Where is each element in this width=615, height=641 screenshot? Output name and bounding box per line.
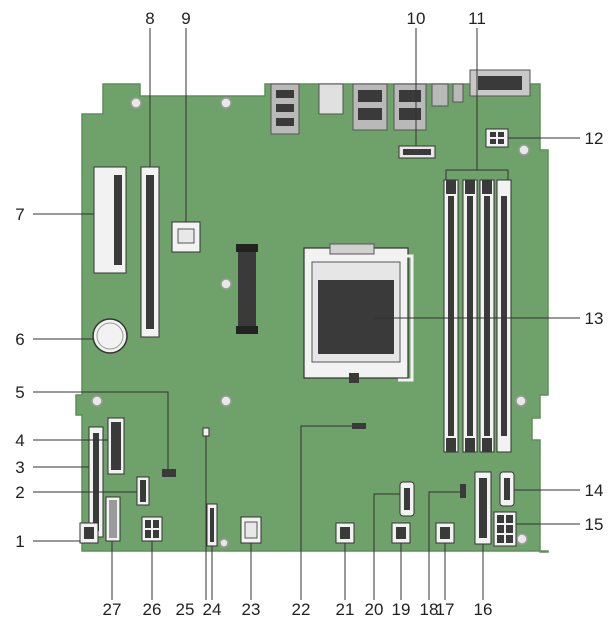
jumper-24: [202, 427, 210, 437]
callout-7: 7: [15, 205, 24, 224]
callout-1: 1: [15, 532, 24, 551]
jumper-5: [162, 469, 176, 477]
callout-26: 26: [143, 600, 162, 619]
callout-3: 3: [15, 458, 24, 477]
callout-labels: 1 2 3 4 5 6 7 8 9 10 11 12 13 14 15 16 1…: [15, 9, 603, 619]
leader-lines: [33, 28, 580, 600]
dimm-slots: [443, 179, 512, 453]
callout-21: 21: [336, 600, 355, 619]
jumper-22: [352, 423, 366, 429]
callout-2: 2: [15, 483, 24, 502]
jumper-18: [460, 484, 466, 498]
callout-27: 27: [103, 600, 122, 619]
power-connector-15: [493, 511, 517, 547]
callout-24: 24: [203, 600, 222, 619]
mounting-holes: [91, 97, 530, 548]
processor-socket: [303, 243, 414, 383]
callout-16: 16: [474, 600, 493, 619]
callout-25: 25: [176, 600, 195, 619]
callout-8: 8: [145, 9, 154, 28]
coin-cell-battery: [92, 318, 128, 354]
callout-4: 4: [15, 431, 24, 450]
callout-9: 9: [181, 9, 190, 28]
callout-19: 19: [392, 600, 411, 619]
cpu-power-connector: [485, 128, 509, 148]
callout-17: 17: [436, 600, 455, 619]
callout-14: 14: [585, 481, 604, 500]
callout-15: 15: [585, 515, 604, 534]
rear-io-connectors: [270, 69, 531, 135]
center-connector: [238, 246, 256, 334]
callout-11: 11: [468, 9, 486, 28]
callout-23: 23: [242, 600, 261, 619]
callout-18: 18: [420, 600, 439, 619]
connector-26: [141, 516, 163, 542]
callout-6: 6: [15, 330, 24, 349]
callout-5: 5: [15, 383, 24, 402]
callout-20: 20: [365, 600, 384, 619]
callout-13: 13: [585, 309, 604, 328]
callout-12: 12: [585, 129, 604, 148]
callout-22: 22: [292, 600, 311, 619]
callout-10: 10: [407, 9, 426, 28]
